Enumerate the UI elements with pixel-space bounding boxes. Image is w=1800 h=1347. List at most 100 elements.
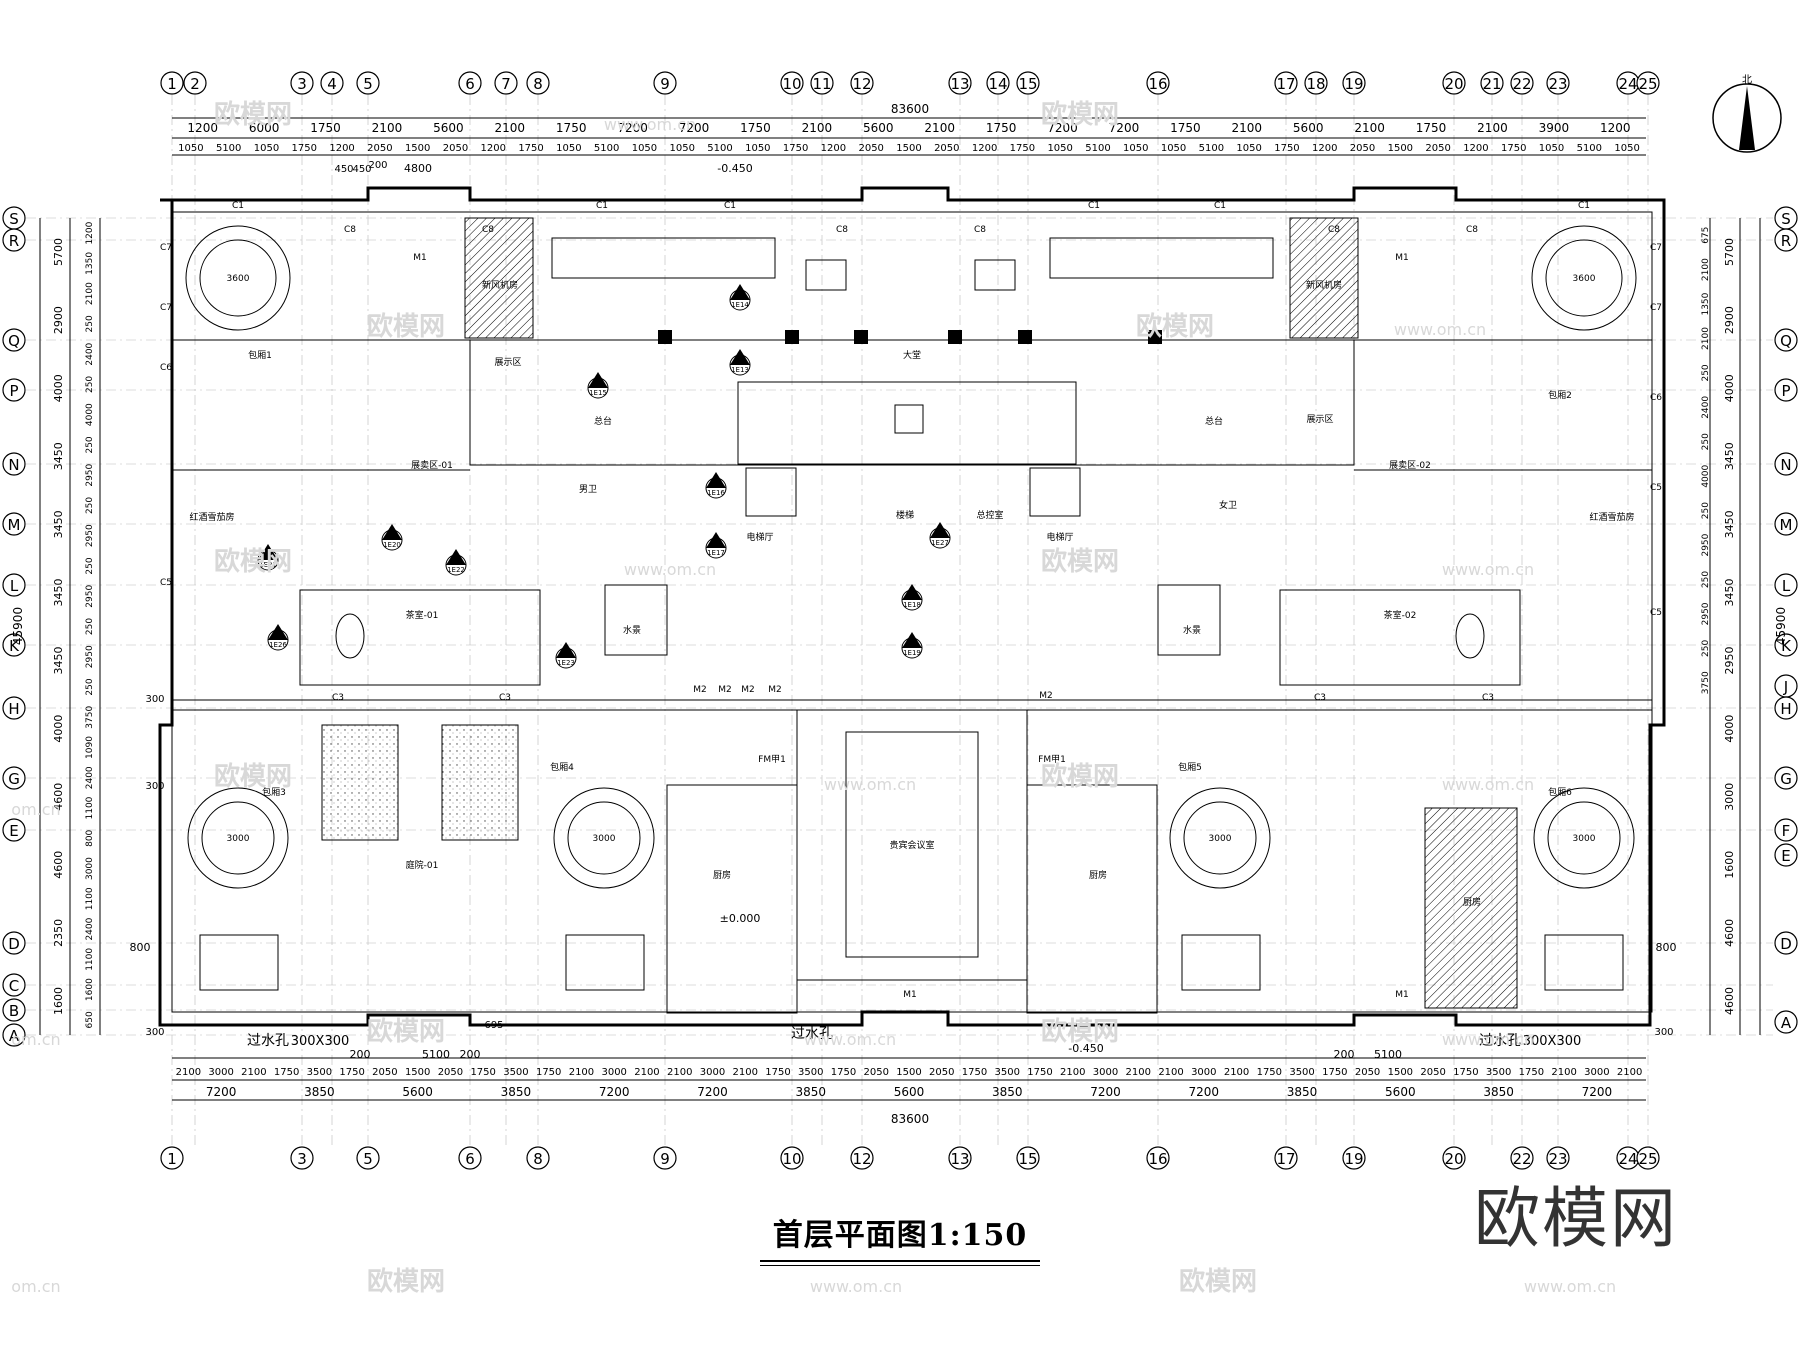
watermark-text: 欧模网: [1179, 1266, 1257, 1297]
label-water-right: 水景: [1183, 624, 1201, 636]
misc-200-d: 200: [1334, 1048, 1355, 1061]
axis-left-C: C: [2, 973, 26, 997]
dim-top2-7: 2050: [443, 143, 468, 154]
axis-top-25: 25: [1636, 71, 1660, 95]
axis-right-S: S: [1774, 206, 1798, 230]
dim-top1-22: 3900: [1539, 121, 1570, 135]
title-underline: [760, 1260, 1040, 1262]
label-drain-center: 过水孔: [791, 1026, 833, 1042]
axis-bottom-17: 17: [1274, 1146, 1298, 1170]
dim-left2-12: 2950: [85, 585, 95, 608]
dim-top2-34: 1200: [1463, 143, 1488, 154]
misc-695: 695: [484, 1020, 503, 1031]
dim-right1-6: 2950: [1723, 647, 1736, 675]
axis-top-18: 18: [1304, 71, 1328, 95]
dim-right1-1: 2900: [1723, 306, 1736, 334]
label-stair: 楼梯: [896, 509, 914, 521]
axis-right-M: M: [1774, 512, 1798, 536]
dim-right2-5: 2400: [1701, 396, 1711, 419]
dim-bot1-21: 2050: [864, 1067, 889, 1078]
dim-bot1-33: 1750: [1257, 1067, 1282, 1078]
axis-top-21: 21: [1480, 71, 1504, 95]
axis-top-5: 5: [356, 71, 380, 95]
total-width-top: 83600: [891, 102, 929, 116]
label-tea-01: 茶室-01: [406, 609, 439, 621]
axis-top-16: 16: [1146, 71, 1170, 95]
dim-bot1-36: 2050: [1355, 1067, 1380, 1078]
dim-top1-17: 2100: [1232, 121, 1263, 135]
dim-bot1-41: 1750: [1519, 1067, 1544, 1078]
axis-bottom-3: 3: [290, 1146, 314, 1170]
label-c1-f: C1: [1578, 201, 1590, 211]
dim-top1-23: 1200: [1600, 121, 1631, 135]
dim-left2-1: 1350: [85, 252, 95, 275]
axis-top-12-label: 12: [852, 75, 871, 93]
axis-left-M: M: [2, 512, 26, 536]
axis-top-4-label: 4: [327, 75, 337, 93]
dim-left2-14: 2950: [85, 645, 95, 668]
axis-top-25-label: 25: [1638, 75, 1657, 93]
axis-bottom-24-label: 24: [1618, 1150, 1637, 1168]
axis-right-Q: Q: [1774, 328, 1798, 352]
axis-right-K: K: [1774, 633, 1798, 657]
label-level-top: -0.450: [717, 162, 752, 175]
axis-bottom-8-label: 8: [533, 1150, 543, 1168]
dim-bot1-12: 2100: [569, 1067, 594, 1078]
label-private-6: 包厢6: [1548, 786, 1572, 798]
dim-top2-5: 2050: [367, 143, 392, 154]
index-mark-1E13: 1E13: [729, 349, 751, 376]
label-fresh-air-right: 新风机房: [1306, 279, 1342, 291]
axis-bottom-5-label: 5: [363, 1150, 373, 1168]
dim-left1-11: 1600: [52, 987, 65, 1015]
axis-right-K-label: K: [1781, 637, 1792, 655]
label-c5-b: C5: [1650, 483, 1662, 493]
dim-bot1-27: 2100: [1060, 1067, 1085, 1078]
label-c8-b: C8: [482, 225, 494, 235]
label-tea-02: 茶室-02: [1384, 609, 1417, 621]
total-height-left: 45900: [11, 607, 25, 645]
axis-right-L-label: L: [1782, 577, 1791, 595]
index-mark-1E19: 1E19: [901, 632, 923, 659]
dim-bot1-26: 1750: [1027, 1067, 1052, 1078]
room-labels: 大堂 展示区 展示区 总台 总台 展卖区-01 展卖区-02 男卫 女卫 电梯厅…: [160, 162, 1662, 1055]
dim-left2-16: 3750: [85, 706, 95, 729]
label-door-m1-d: M1: [1395, 990, 1409, 1000]
label-c7-b: C7: [160, 303, 172, 313]
dim-bot1-30: 2100: [1158, 1067, 1183, 1078]
index-mark-label: 1E19: [903, 649, 921, 657]
axis-bottom-16-label: 16: [1148, 1150, 1167, 1168]
axis-left-A: A: [2, 1023, 26, 1047]
label-c3-d: C3: [1482, 693, 1494, 703]
north-arrow-icon: 北: [1712, 74, 1782, 153]
dim-top1-13: 1750: [986, 121, 1017, 135]
dim-bot1-24: 1750: [962, 1067, 987, 1078]
dim-bot1-17: 2100: [732, 1067, 757, 1078]
watermark-url-short: om.cn: [11, 1030, 60, 1049]
label-c8-c: C8: [836, 225, 848, 235]
dim-right1-2: 4000: [1723, 374, 1736, 402]
axis-bottom-6: 6: [458, 1146, 482, 1170]
axis-top-24-label: 24: [1618, 75, 1637, 93]
dim-right2-11: 2950: [1701, 602, 1711, 625]
axis-top-18-label: 18: [1306, 75, 1325, 93]
axis-left-G: G: [2, 766, 26, 790]
misc-300-c: 300: [145, 1027, 164, 1038]
axis-bottom-12-label: 12: [852, 1150, 871, 1168]
watermark-text: 欧模网: [367, 311, 445, 342]
dim-left1-0: 5700: [52, 238, 65, 266]
watermark-url: www.om.cn: [1394, 320, 1486, 339]
axis-left-M-label: M: [8, 516, 21, 534]
dim-right1-9: 1600: [1723, 851, 1736, 879]
dim-left1-3: 3450: [52, 442, 65, 470]
index-mark-label: 1E13: [731, 366, 749, 374]
dim-right1-3: 3450: [1723, 442, 1736, 470]
axis-right-J: J: [1774, 674, 1798, 698]
label-control-room: 总控室: [976, 509, 1003, 521]
watermark-text: 欧模网: [367, 1266, 445, 1297]
label-drain-right: 过水孔: [1479, 1033, 1521, 1049]
axis-bottom-25-label: 25: [1638, 1150, 1657, 1168]
axis-top-10-label: 10: [782, 75, 801, 93]
axis-top-13-label: 13: [950, 75, 969, 93]
dim-top2-26: 1050: [1161, 143, 1186, 154]
